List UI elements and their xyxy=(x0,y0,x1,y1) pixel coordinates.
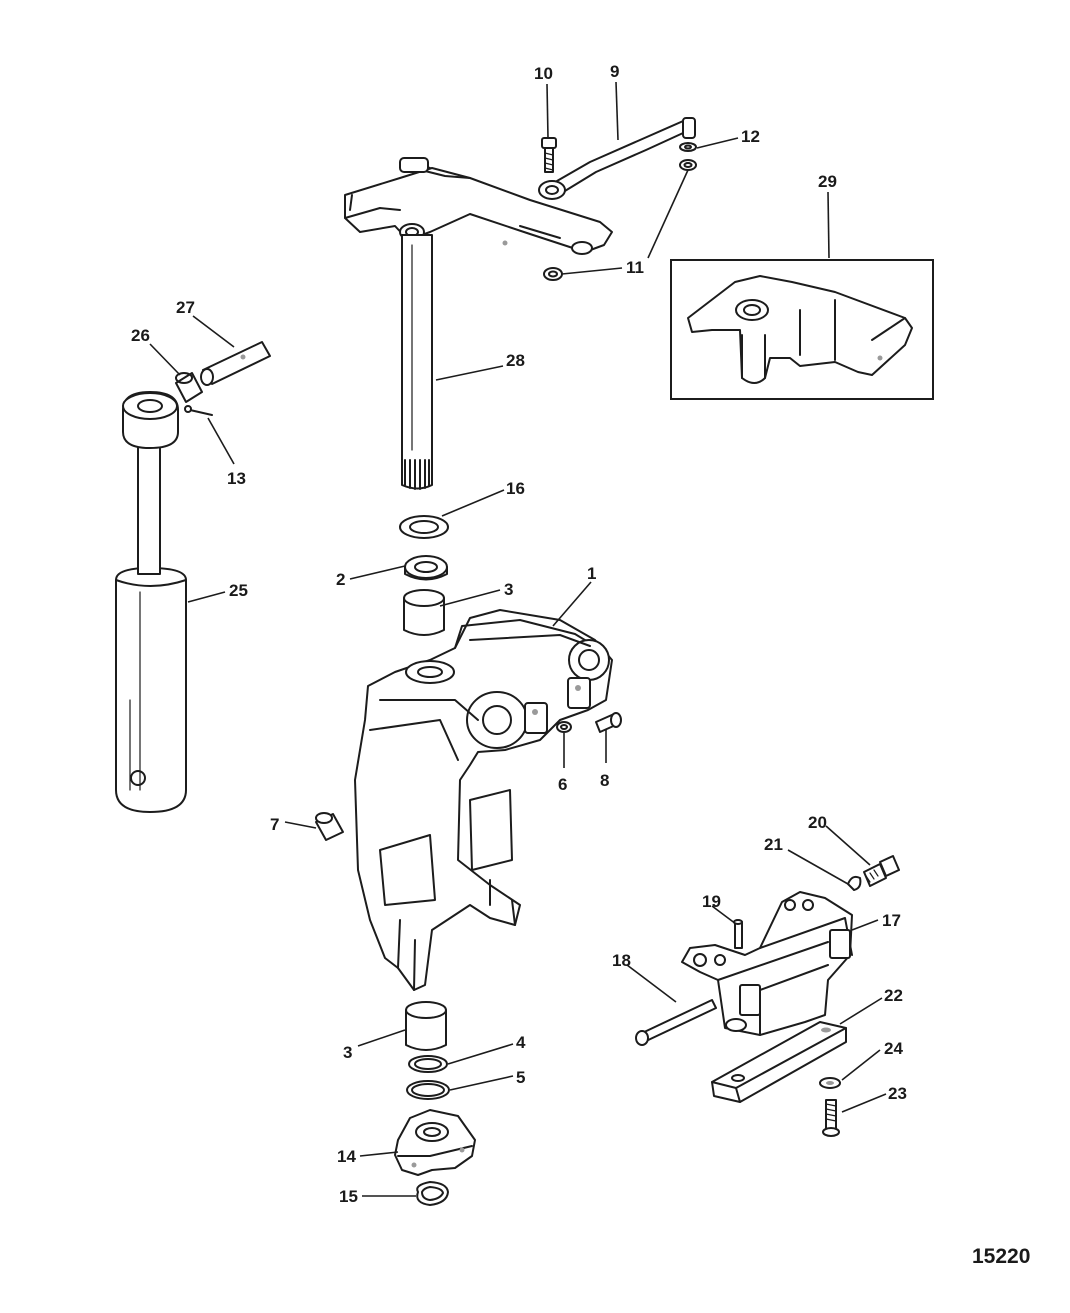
bolt-8 xyxy=(595,712,622,733)
bushing-3-upper xyxy=(403,589,445,636)
washer-12 xyxy=(679,142,697,152)
callout-2: 2 xyxy=(336,570,345,589)
callout-18: 18 xyxy=(612,951,631,970)
trim-rod-eye xyxy=(122,391,179,449)
nut-6 xyxy=(556,721,572,733)
plate-22 xyxy=(711,1021,847,1103)
tie-bar-link xyxy=(538,117,696,200)
callout-20: 20 xyxy=(808,813,827,832)
nut-11-lower xyxy=(543,267,563,281)
bushing-3-lower xyxy=(405,1001,447,1051)
callout-27: 27 xyxy=(176,298,195,317)
bolt-23 xyxy=(822,1099,840,1137)
callout-4: 4 xyxy=(516,1033,526,1052)
callout-10: 10 xyxy=(534,64,553,83)
callout-24: 24 xyxy=(884,1039,903,1058)
callout-3-lower: 3 xyxy=(343,1043,352,1062)
nut-11-upper xyxy=(679,159,697,171)
pin-18 xyxy=(635,999,717,1046)
callout-11: 11 xyxy=(626,258,644,277)
lockwasher-21 xyxy=(847,875,862,891)
seal-2 xyxy=(404,555,448,581)
alternate-steering-yoke xyxy=(687,275,913,384)
leader-lines xyxy=(149,81,887,1197)
pin-19 xyxy=(733,919,743,949)
pivot-pin-27 xyxy=(200,341,271,386)
steering-shaft xyxy=(401,234,433,490)
callout-1: 1 xyxy=(587,564,596,583)
callout-numbers: 10 9 12 11 29 27 26 28 13 16 2 3 1 25 6 … xyxy=(131,62,907,1206)
callout-3-upper: 3 xyxy=(504,580,513,599)
callout-8: 8 xyxy=(600,771,609,790)
tie-bar-bolt xyxy=(541,137,557,173)
tilt-lock-bracket-17 xyxy=(681,891,853,1036)
steering-arm-yoke xyxy=(344,157,613,255)
callout-5: 5 xyxy=(516,1068,525,1087)
callout-13: 13 xyxy=(227,469,246,488)
callout-16: 16 xyxy=(506,479,525,498)
callout-7: 7 xyxy=(270,815,279,834)
callout-21: 21 xyxy=(764,835,783,854)
steering-yoke-lower-14 xyxy=(394,1109,476,1176)
callout-12: 12 xyxy=(741,127,760,146)
ring-5 xyxy=(406,1080,450,1100)
inset-box-29 xyxy=(670,259,934,400)
washer-16 xyxy=(399,515,449,539)
callout-22: 22 xyxy=(884,986,903,1005)
bushing-7 xyxy=(315,812,344,841)
washer-24 xyxy=(819,1077,841,1089)
callout-15: 15 xyxy=(339,1187,358,1206)
callout-17: 17 xyxy=(882,911,901,930)
callout-28: 28 xyxy=(506,351,525,370)
callout-6: 6 xyxy=(558,775,567,794)
callout-29: 29 xyxy=(818,172,837,191)
callout-9: 9 xyxy=(610,62,619,81)
bolt-20 xyxy=(863,855,900,887)
bushing-26 xyxy=(175,372,203,403)
figure-number: 15220 xyxy=(972,1245,1030,1268)
trim-cylinder xyxy=(115,567,187,813)
callout-26: 26 xyxy=(131,326,150,345)
callout-25: 25 xyxy=(229,581,248,600)
callout-14: 14 xyxy=(337,1147,356,1166)
snap-ring-15 xyxy=(416,1181,449,1206)
washer-4 xyxy=(408,1055,448,1073)
swivel-bracket xyxy=(354,609,613,991)
callout-19: 19 xyxy=(702,892,721,911)
callout-23: 23 xyxy=(888,1084,907,1103)
trim-rod xyxy=(137,437,161,575)
cotter-pin-13 xyxy=(184,405,213,416)
